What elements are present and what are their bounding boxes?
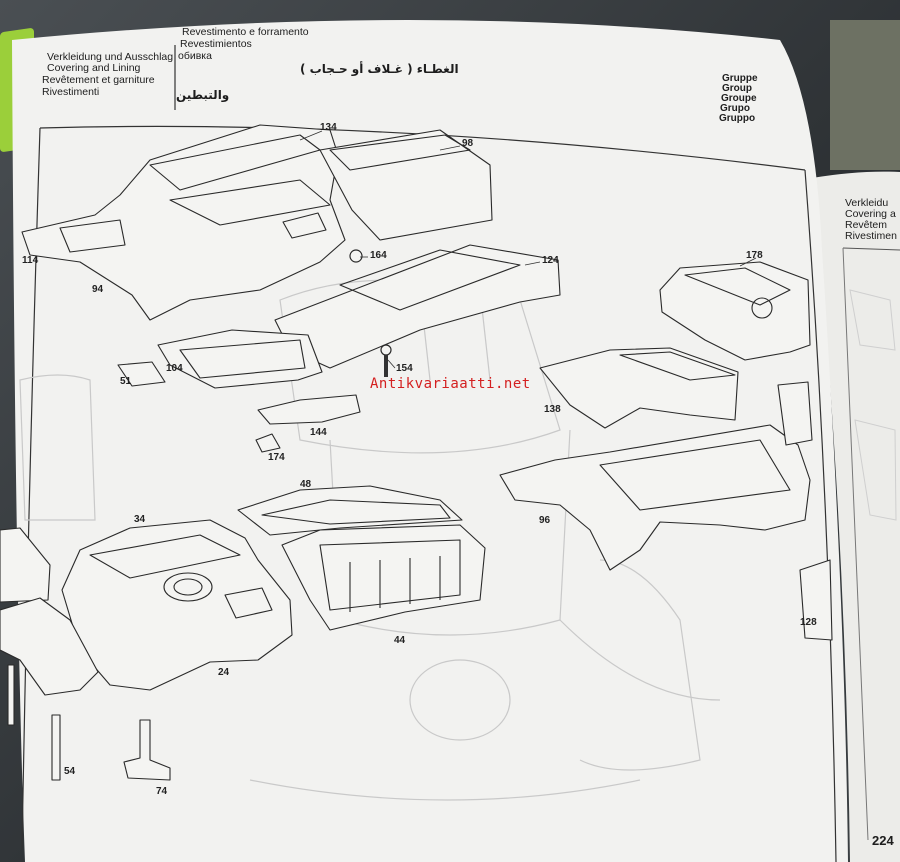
part-number: 178	[746, 250, 763, 261]
page-number: 224	[872, 833, 894, 848]
header-left-line: Rivestimenti	[42, 86, 100, 98]
part-number: 44	[394, 635, 406, 646]
part-number: 34	[134, 514, 146, 525]
part-number: 24	[218, 667, 230, 678]
part-number: 128	[800, 617, 817, 628]
gruppe-label: Groupe	[721, 93, 757, 104]
header-left-line: Revêtement et garniture	[42, 74, 155, 86]
part-number: 154	[396, 363, 413, 374]
header-left-line: Verkleidung und Ausschlag	[47, 51, 174, 63]
gruppe-label: Grupo	[720, 103, 750, 114]
header-right-line: обивка	[178, 50, 212, 62]
part-number: 98	[462, 138, 474, 149]
gruppe-label: Group	[722, 83, 752, 94]
part-number: 94	[92, 284, 104, 295]
right-header-line: Verkleidu	[845, 197, 889, 209]
part-number: 104	[166, 363, 183, 374]
part-number: 144	[310, 427, 327, 438]
header-arabic-line: والتبطين	[176, 88, 230, 102]
part-number: 74	[156, 786, 168, 797]
right-header-line: Rivestimen	[845, 230, 897, 242]
right-header-line: Covering a	[845, 208, 896, 220]
header-right-line: Revestimento e forramento	[182, 26, 309, 38]
header-right-line: Revestimientos	[180, 38, 252, 50]
header-arabic-line: الغطـاء ( غـلاف أو حـجاب )	[300, 62, 459, 76]
part-number: 96	[539, 515, 551, 526]
header-left-line: Covering and Lining	[47, 62, 141, 74]
part-number: 48	[300, 479, 312, 490]
part-number: 174	[268, 452, 285, 463]
background-box	[830, 20, 900, 170]
watermark: Antikvariaatti.net	[370, 376, 531, 392]
gruppe-label: Gruppe	[722, 73, 758, 84]
part-number: 114	[22, 255, 39, 266]
part-number: 51	[120, 376, 132, 387]
gruppe-label: Gruppo	[719, 113, 756, 124]
part-number: 134	[320, 122, 337, 133]
part-number: 164	[370, 250, 387, 261]
part-number: 138	[544, 404, 561, 415]
right-header-line: Revêtem	[845, 219, 888, 231]
part-number: 54	[64, 766, 76, 777]
part-number: 124	[542, 255, 559, 266]
